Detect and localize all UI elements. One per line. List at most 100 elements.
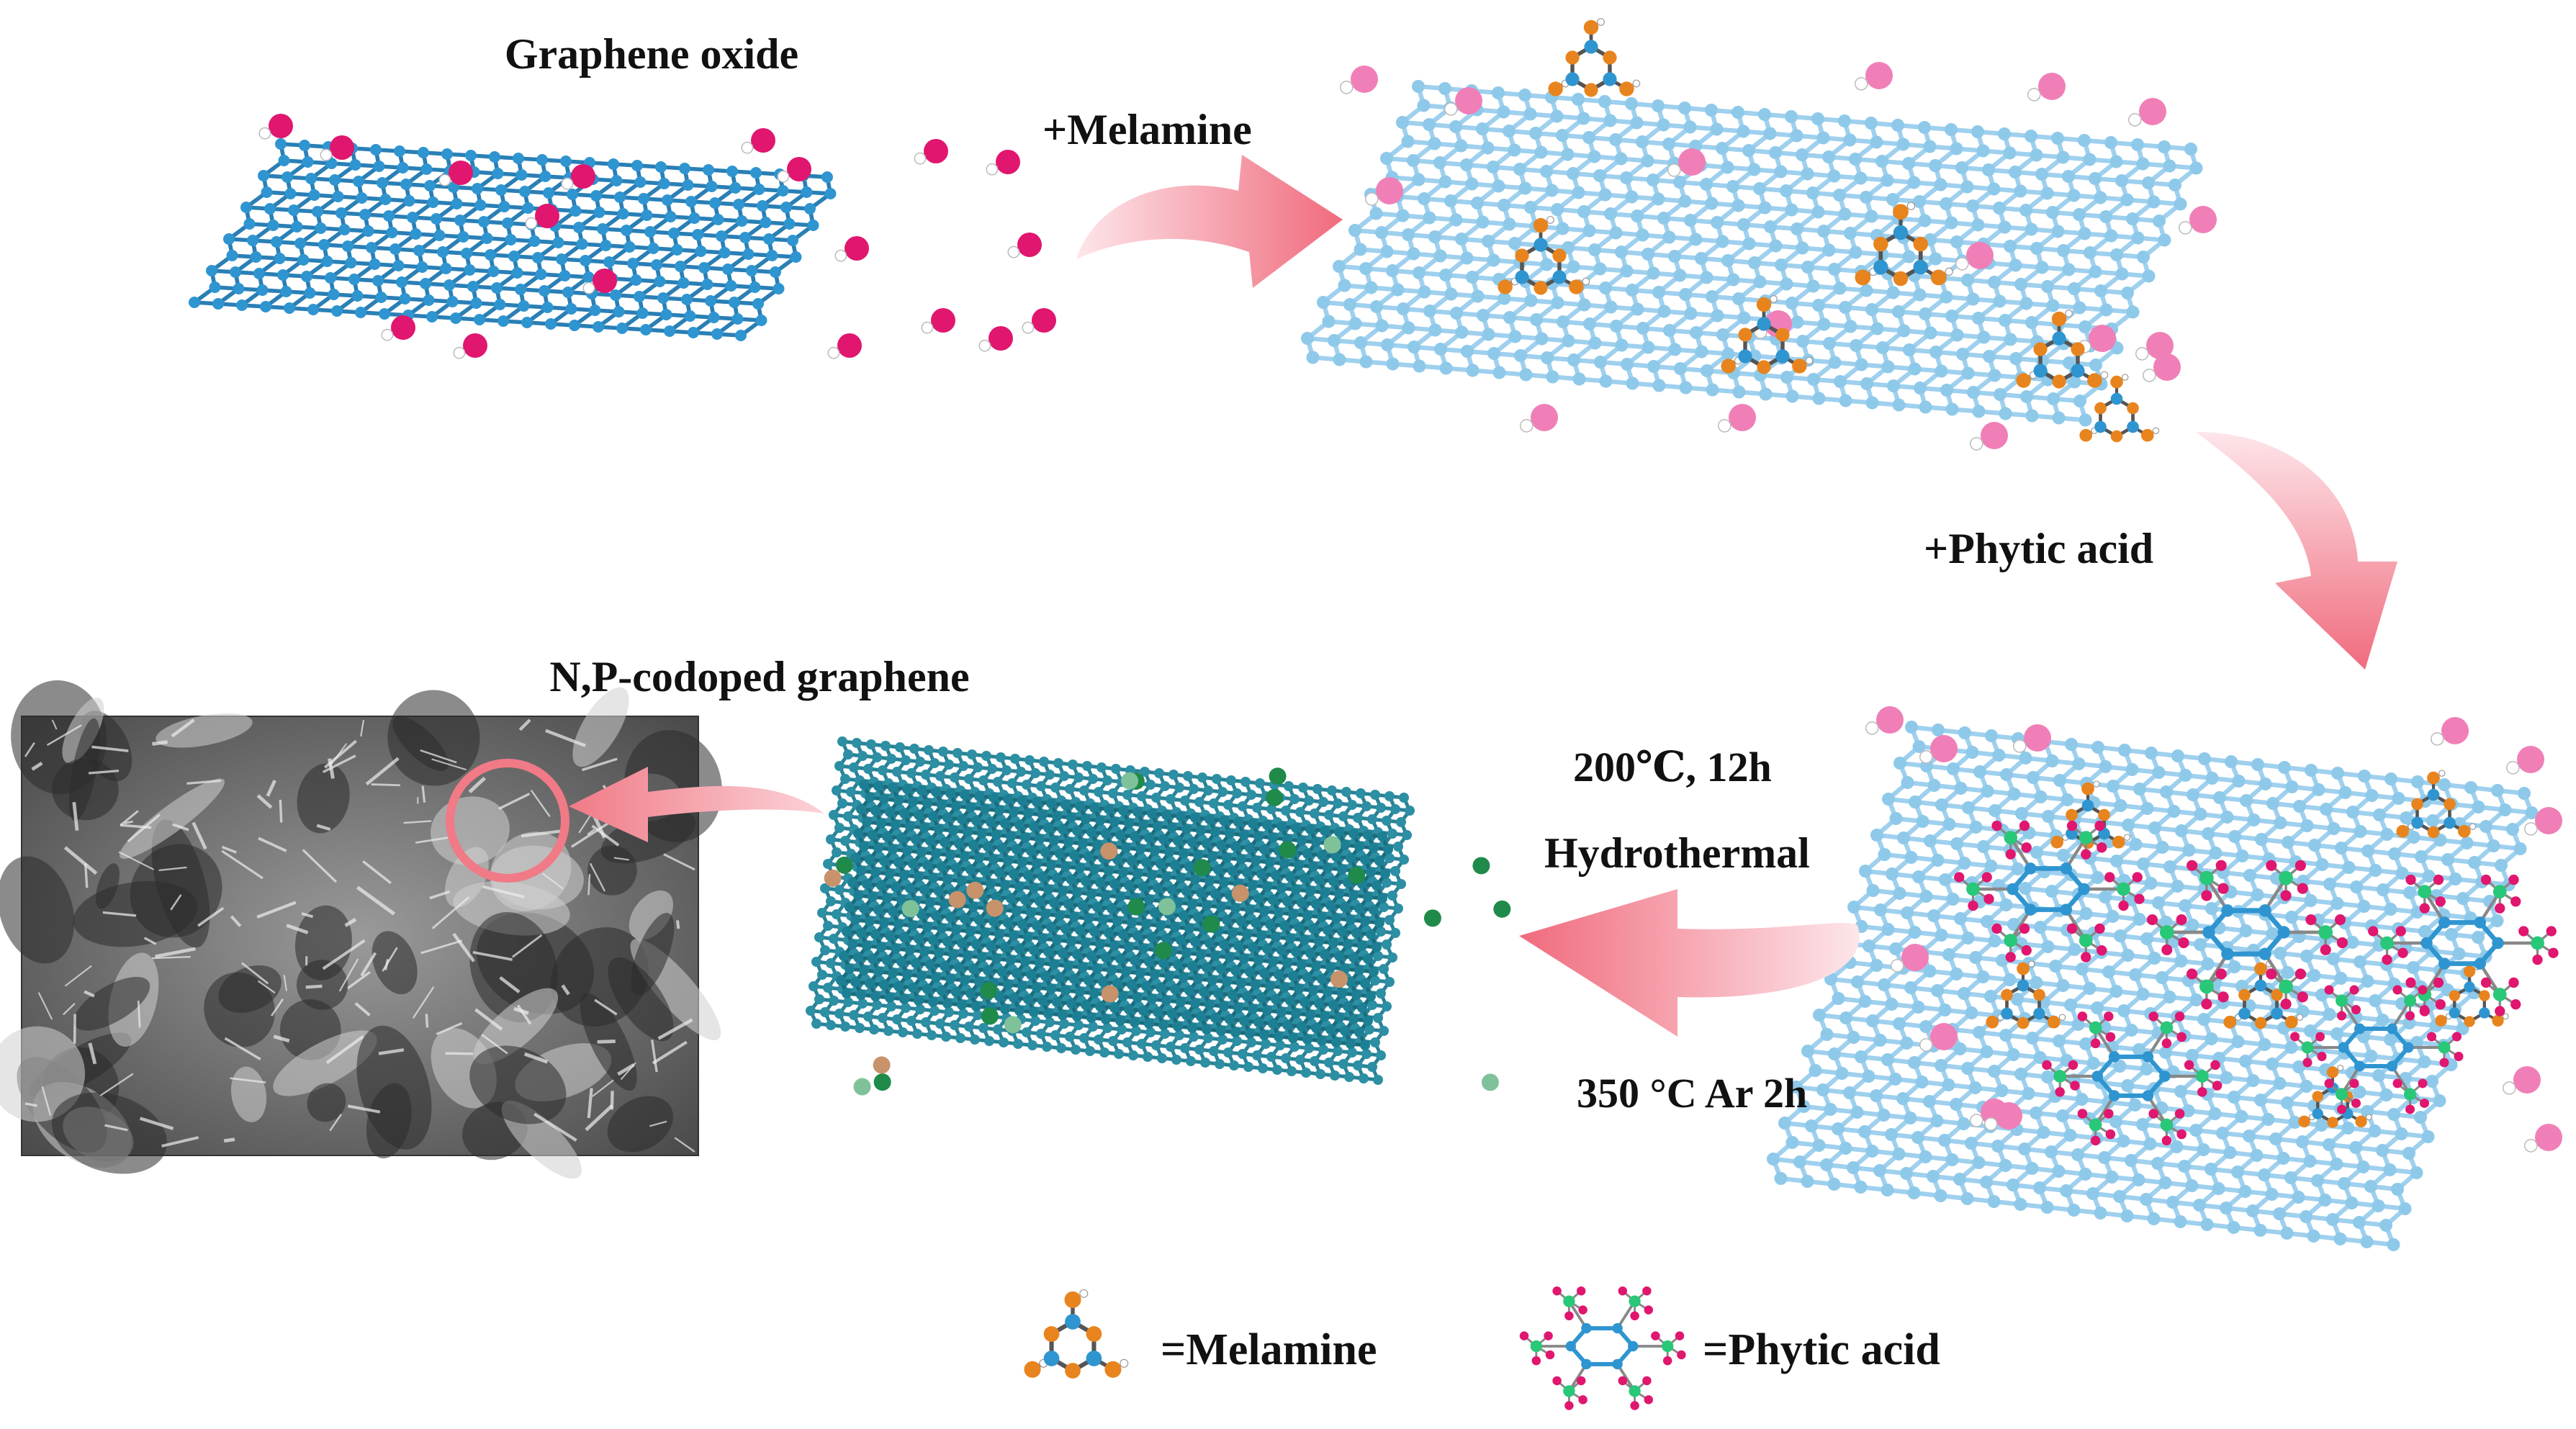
oxygen-atom (1901, 944, 1929, 971)
carbon-atom (2354, 955, 2366, 968)
carbon-atom (1032, 859, 1042, 869)
hydrogen-atom (2524, 822, 2538, 836)
carbon-atom (1089, 865, 1099, 875)
carbon-atom (2140, 802, 2154, 815)
carbon-atom (1514, 349, 1527, 362)
carbon-atom (823, 921, 833, 931)
carbon-atom (2282, 836, 2294, 849)
oxygen-atom (269, 114, 293, 138)
carbon-atom (1796, 241, 1809, 255)
carbon-atom (1882, 793, 1895, 806)
oxygen-atom (2513, 1066, 2541, 1094)
carbon-atom (1297, 960, 1307, 970)
carbon-atom (2019, 204, 2032, 217)
carbon-atom (260, 301, 271, 312)
carbon-atom (2156, 841, 2169, 854)
carbon-atom (1732, 292, 1745, 305)
carbon-atom (1060, 800, 1071, 810)
carbon-atom (881, 741, 891, 751)
carbon-atom (1176, 811, 1186, 821)
carbon-atom (1343, 298, 1356, 311)
carbon-atom (1217, 787, 1228, 797)
carbon-atom (379, 308, 390, 320)
carbon-atom (917, 909, 927, 919)
carbon-atom (1323, 863, 1333, 873)
carbon-atom (1242, 867, 1252, 878)
carbon-atom (1160, 1029, 1170, 1039)
carbon-atom (1222, 977, 1232, 987)
carbon-atom (2293, 800, 2306, 813)
carbon-atom (535, 269, 547, 280)
carbon-atom (997, 967, 1007, 977)
hydrogen-atom (525, 217, 538, 230)
carbon-atom (1759, 387, 1773, 401)
carbon-atom (1225, 1014, 1235, 1024)
carbon-atom (1816, 131, 1830, 145)
carbon-atom (1972, 312, 1985, 325)
carbon-atom (2051, 132, 2064, 145)
carbon-atom (2278, 761, 2291, 774)
carbon-atom (1216, 1026, 1226, 1036)
carbon-atom (1387, 952, 1397, 963)
carbon-atom (1535, 332, 1549, 346)
carbon-atom (1181, 1010, 1192, 1020)
carbon-atom (1132, 931, 1143, 941)
carbon-atom (1641, 154, 1654, 168)
carbon-atom (997, 843, 1007, 853)
carbon-atom (960, 975, 970, 986)
carbon-atom (2025, 222, 2038, 236)
carbon-atom (2040, 1201, 2054, 1214)
carbon-atom (722, 263, 734, 275)
carbon-atom (610, 289, 621, 301)
carbon-atom (2159, 916, 2173, 929)
carbon-atom (1202, 963, 1212, 973)
carbon-atom (2235, 1110, 2248, 1123)
carbon-atom (1662, 138, 1675, 150)
carbon-atom (1785, 297, 1798, 310)
dopant-atom (1472, 857, 1490, 875)
carbon-atom (1621, 358, 1634, 371)
carbon-atom (948, 826, 958, 836)
carbon-atom (945, 974, 955, 984)
carbon-atom (569, 320, 580, 331)
carbon-atom (1481, 141, 1495, 155)
carbon-atom (1069, 912, 1079, 922)
carbon-atom (834, 823, 845, 833)
carbon-atom (1029, 821, 1039, 831)
carbon-atom (931, 911, 941, 921)
carbon-atom (2030, 976, 2043, 989)
carbon-atom (905, 821, 915, 831)
carbon-atom (1196, 1011, 1206, 1022)
carbon-atom (2189, 993, 2203, 1006)
carbon-atom (1866, 884, 1880, 897)
carbon-atom (1487, 347, 1500, 360)
carbon-atom (2315, 858, 2329, 871)
carbon-atom (1132, 993, 1143, 1003)
carbon-atom (968, 902, 978, 912)
hydrogen-atom (777, 170, 790, 183)
carbon-atom (2333, 1232, 2347, 1245)
carbon-atom (891, 882, 901, 892)
carbon-atom (1311, 961, 1321, 971)
carbon-atom (1346, 853, 1356, 863)
carbon-atom (2205, 772, 2219, 785)
carbon-atom (1380, 152, 1393, 165)
carbon-atom (739, 232, 751, 243)
carbon-atom (1210, 827, 1220, 837)
carbon-atom (2266, 1058, 2279, 1070)
carbon-atom (1216, 964, 1226, 974)
carbon-atom (2379, 1088, 2393, 1101)
carbon-atom (539, 171, 551, 182)
carbon-atom (403, 195, 415, 207)
hydrogen-atom (2013, 739, 2027, 753)
carbon-atom (908, 797, 918, 807)
carbon-atom (1886, 286, 1900, 299)
carbon-atom (2407, 961, 2420, 974)
carbon-atom (1870, 322, 1884, 335)
carbon-atom (1919, 1020, 1932, 1033)
carbon-atom (1993, 294, 2007, 308)
carbon-atom (783, 218, 796, 230)
carbon-atom (1318, 1045, 1328, 1055)
carbon-atom (495, 184, 507, 196)
carbon-atom (2117, 1135, 2130, 1148)
